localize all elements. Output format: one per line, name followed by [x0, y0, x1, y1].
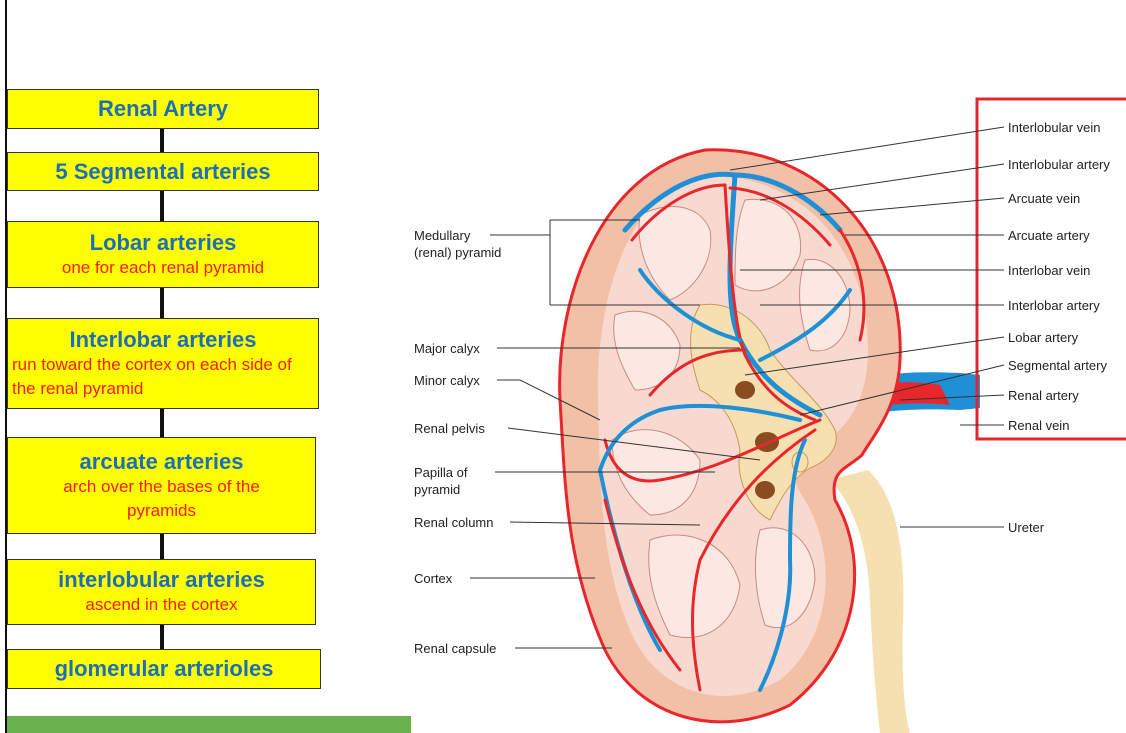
- label-renal-column: Renal column: [414, 515, 494, 530]
- label-papilla-line2: pyramid: [414, 482, 460, 497]
- label-lobar-artery: Lobar artery: [1008, 330, 1079, 345]
- label-minor-calyx: Minor calyx: [414, 373, 480, 388]
- label-arcuate-artery: Arcuate artery: [1008, 228, 1090, 243]
- label-renal-capsule: Renal capsule: [414, 641, 496, 656]
- label-interlobar-vein: Interlobar vein: [1008, 263, 1090, 278]
- label-interlobular-artery: Interlobular artery: [1008, 157, 1110, 172]
- label-renal-artery: Renal artery: [1008, 388, 1079, 403]
- label-medullary-pyramid-line2: (renal) pyramid: [414, 245, 501, 260]
- label-major-calyx: Major calyx: [414, 341, 480, 356]
- label-arcuate-vein: Arcuate vein: [1008, 191, 1080, 206]
- calyx-dot: [735, 381, 755, 399]
- label-cortex: Cortex: [414, 571, 453, 586]
- calyx-dot: [755, 481, 775, 499]
- label-ureter: Ureter: [1008, 520, 1045, 535]
- label-segmental-artery: Segmental artery: [1008, 358, 1107, 373]
- label-interlobular-vein: Interlobular vein: [1008, 120, 1101, 135]
- label-renal-pelvis: Renal pelvis: [414, 421, 485, 436]
- label-renal-vein: Renal vein: [1008, 418, 1069, 433]
- label-medullary-pyramid-line1: Medullary: [414, 228, 471, 243]
- label-papilla-line1: Papilla of: [414, 465, 468, 480]
- label-interlobar-artery: Interlobar artery: [1008, 298, 1100, 313]
